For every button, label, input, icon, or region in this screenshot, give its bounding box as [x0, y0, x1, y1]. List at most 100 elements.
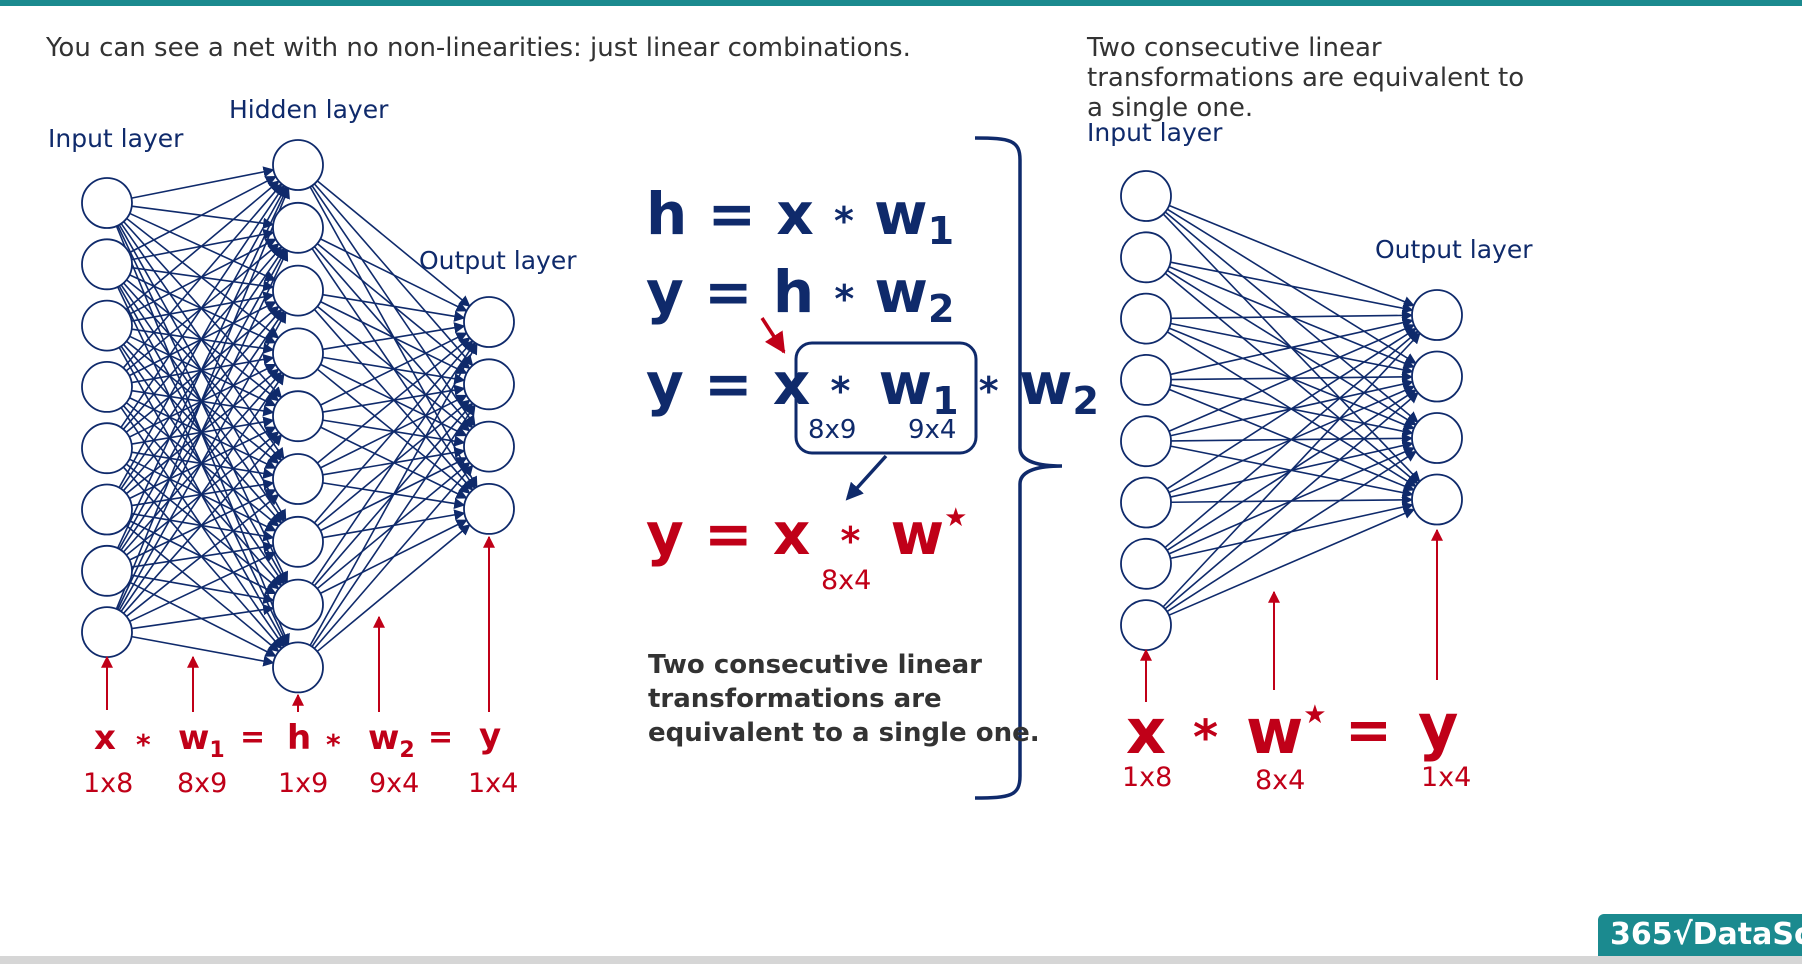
right-dim-x: 1x8	[1122, 762, 1173, 793]
hidden-output-connection	[320, 238, 468, 312]
right-dim-w: 8x4	[1255, 765, 1306, 796]
right-formula-times: *	[1193, 710, 1219, 766]
eq3-w2-sub: 2	[1072, 379, 1099, 423]
left-formula-x: x	[94, 718, 116, 758]
hidden-output-connection	[320, 332, 468, 406]
left-formula-w2-sub: 2	[399, 737, 415, 763]
equation-h: h = x * w1	[646, 180, 954, 253]
eq2-h: h	[772, 258, 815, 326]
right-output-neuron	[1411, 473, 1463, 526]
hidden-output-connection	[311, 341, 476, 585]
input-hidden-connection	[120, 373, 285, 612]
hidden-neuron	[272, 641, 324, 694]
equation-y-h: y = h * w2	[646, 258, 954, 331]
eq3-times-2: *	[978, 369, 999, 413]
hidden-neuron	[272, 515, 324, 568]
input-output-connection	[1168, 508, 1416, 616]
input-output-connection	[1170, 261, 1414, 314]
eq4-dim: 8x4	[821, 565, 872, 596]
hidden-neuron	[272, 578, 324, 631]
input-hidden-connection	[120, 184, 285, 428]
input-neuron	[81, 299, 133, 352]
eq3-w1-sub: 1	[932, 379, 959, 423]
right-output-layer-label: Output layer	[1375, 235, 1533, 264]
input-hidden-connection	[131, 604, 275, 630]
right-formula-x: x	[1126, 695, 1166, 768]
eq3-equals: =	[704, 350, 753, 418]
right-input-neuron	[1120, 353, 1172, 406]
right-output-neuron	[1411, 350, 1463, 403]
left-formula-w1: w1	[178, 718, 225, 763]
note-line-2: transformations are	[648, 684, 942, 714]
input-output-connection	[1170, 317, 1414, 376]
right-output-neuron	[1411, 412, 1463, 464]
note-line-1: Two consecutive linear	[648, 650, 982, 680]
input-output-connection	[1168, 204, 1415, 307]
input-hidden-connection	[115, 187, 290, 610]
hidden-output-connection	[316, 180, 471, 307]
equation-y-x-wstar: y = x * w★	[646, 500, 967, 568]
left-formula-w2: w2	[368, 718, 415, 763]
output-neuron	[463, 420, 515, 473]
red-pointer-arrows	[101, 528, 1443, 712]
right-input-neuron	[1120, 170, 1172, 222]
input-hidden-connection	[116, 249, 289, 610]
hidden-output-connection	[313, 464, 474, 650]
left-formula-h: h	[287, 718, 312, 758]
top-accent-bar	[0, 0, 1802, 6]
input-output-connection	[1170, 309, 1414, 322]
eq2-equals: =	[704, 258, 753, 326]
hidden-output-connection	[311, 404, 476, 648]
input-hidden-connection	[118, 185, 287, 489]
hidden-output-connection	[316, 524, 471, 653]
input-neuron	[81, 483, 133, 536]
left-formula-equals-2: =	[428, 720, 454, 755]
eq4-lhs: y	[646, 500, 684, 568]
hidden-neuron	[272, 453, 324, 505]
right-input-neuron	[1120, 415, 1172, 468]
left-dim-w1: 8x9	[177, 768, 228, 799]
right-formula-y: y	[1418, 690, 1459, 763]
right-net-connections	[1162, 204, 1421, 616]
callout-arrow	[845, 454, 888, 501]
input-output-connection	[1164, 392, 1419, 610]
eq1-w-sub: 1	[927, 209, 955, 253]
left-dim-x: 1x8	[83, 768, 134, 799]
input-hidden-connection	[128, 175, 277, 254]
hidden-output-connection	[316, 337, 471, 464]
input-hidden-connection	[126, 493, 280, 618]
eq4-star: ★	[944, 503, 968, 533]
eq3-lhs: y	[646, 350, 684, 418]
equation-y-x-w1-w2: y = x * w1 * w2	[646, 350, 1099, 423]
input-hidden-connection	[131, 166, 275, 199]
bottom-bar	[0, 956, 1802, 964]
eq3-dim-w1: 8x9	[808, 415, 857, 445]
eq3-times: *	[830, 369, 851, 413]
left-net-nodes	[81, 139, 515, 694]
input-neuron	[81, 360, 133, 413]
right-output-neuron	[1411, 289, 1463, 341]
left-formula-times-2: *	[326, 728, 341, 761]
right-input-neuron	[1120, 476, 1172, 529]
right-formula-w-letter: w	[1246, 695, 1304, 768]
right-formula-equals: =	[1345, 698, 1392, 763]
eq1-w: w	[874, 180, 928, 248]
input-output-connection	[1166, 327, 1417, 490]
input-neuron	[81, 544, 133, 597]
eq3-x: x	[772, 350, 811, 418]
note-line-3: equivalent to a single one.	[648, 718, 1040, 748]
left-formula-times-1: *	[136, 728, 151, 761]
input-output-connection	[1166, 450, 1417, 613]
input-neuron	[81, 238, 133, 291]
hidden-output-connection	[322, 293, 466, 322]
input-output-connection	[1168, 323, 1416, 432]
right-dim-y: 1x4	[1421, 762, 1472, 793]
input-hidden-connection	[122, 183, 283, 369]
h-substitution-arrow	[760, 317, 786, 354]
left-formula-w1-sub: 1	[209, 737, 225, 763]
left-net-connections	[115, 166, 478, 667]
left-dim-w2: 9x4	[369, 768, 420, 799]
input-hidden-connection	[129, 551, 277, 623]
input-hidden-connection	[125, 180, 280, 311]
output-neuron	[463, 358, 515, 411]
